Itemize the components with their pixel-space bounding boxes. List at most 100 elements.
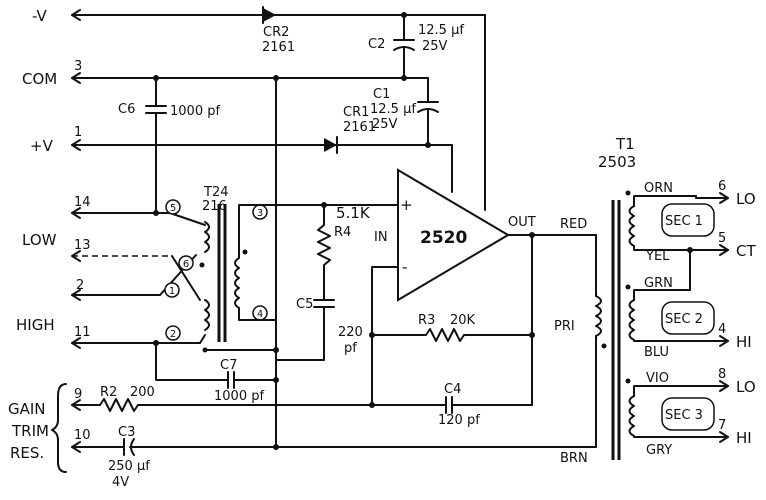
c2-voltage: 25V	[422, 39, 448, 54]
yel-label: YEL	[645, 249, 670, 264]
phase-dot	[199, 262, 205, 268]
phase-dot	[625, 284, 631, 290]
cr2-ref: CR2	[263, 25, 289, 40]
c6-ref: C6	[118, 102, 135, 117]
sec3-bottom-wire	[633, 435, 729, 438]
svg-text:6: 6	[183, 259, 189, 270]
cr1-ref: CR1	[343, 105, 369, 120]
svg-text:2: 2	[170, 329, 176, 340]
svg-text:4: 4	[257, 309, 263, 320]
t24-sec-top-wire	[238, 204, 325, 259]
gain-trim-line1: GAIN	[8, 400, 46, 418]
out-pin-7: 7	[718, 418, 726, 433]
sec1-bottom-wire	[633, 245, 691, 251]
gry-label: GRY	[646, 443, 672, 458]
c7-ref: C7	[220, 358, 237, 373]
amp-part: 2520	[420, 228, 467, 248]
c1-value: 12.5 µf	[370, 102, 416, 117]
neg-v-label: -V	[32, 7, 48, 25]
brn-wire-label: BRN	[560, 451, 588, 466]
out-pin-4: 4	[718, 322, 726, 337]
c1-voltage: 25V	[372, 117, 398, 132]
c5-unit: pf	[344, 341, 357, 356]
junction-dot	[529, 332, 535, 338]
junction-dot	[273, 444, 279, 450]
c2-ref: C2	[368, 37, 385, 52]
pin2-arrow	[71, 289, 81, 301]
output-arrows	[719, 192, 729, 443]
r4-value: 5.1K	[336, 204, 371, 222]
c3-voltage: 4V	[112, 475, 129, 490]
junction-dot	[273, 377, 279, 383]
gain-trim-line3: RES.	[10, 444, 44, 462]
sec3-box	[661, 397, 715, 431]
r2-value: 200	[130, 385, 155, 400]
red-wire-label: RED	[560, 217, 587, 232]
r3-value: 20K	[450, 313, 476, 328]
c5-value: 220	[338, 325, 363, 340]
lo-out-wire	[689, 195, 729, 199]
sec2-box	[661, 301, 715, 335]
out-pin-8: 8	[718, 367, 726, 382]
t24-lead	[199, 334, 206, 344]
c7-wire-left	[155, 342, 229, 381]
phase-dot	[625, 378, 631, 384]
junction-dot	[401, 75, 407, 81]
r3-resistor	[425, 328, 465, 342]
pin10-label: 10	[74, 428, 91, 443]
sec3-top-wire	[633, 385, 729, 397]
svg-text:1: 1	[169, 286, 175, 297]
t1-ref: T1	[615, 135, 635, 153]
com-label: COM	[22, 70, 57, 88]
sec2-bottom-wire	[633, 339, 729, 342]
high-label: HIGH	[16, 316, 55, 334]
phase-dot	[625, 190, 631, 196]
grn-label: GRN	[644, 276, 673, 291]
t24-primary-coil-upper	[204, 221, 210, 253]
r2-ref: R2	[100, 385, 117, 400]
out-pin-6: 6	[718, 179, 726, 194]
t24-secondary-coil	[234, 257, 240, 309]
pos-v-pin: 1	[74, 125, 82, 140]
amp-plus: +	[400, 196, 413, 214]
junction-dot	[273, 347, 279, 353]
pin11-label: 11	[74, 325, 91, 340]
c1-ref: C1	[373, 87, 390, 102]
sec2-top-wire	[633, 289, 691, 301]
c3-ref: C3	[118, 425, 135, 440]
junction-dot	[153, 340, 159, 346]
com-arrow	[71, 72, 81, 84]
c5-wire-bottom	[275, 306, 325, 361]
junction-dot	[153, 210, 159, 216]
out-label-lo2: LO	[736, 378, 756, 396]
amplifier-2520	[397, 168, 510, 302]
pin9-label: 9	[74, 387, 82, 402]
t24-sec-bottom-wire	[238, 307, 277, 321]
amp-out-label: OUT	[508, 215, 536, 230]
sec2-coil	[628, 299, 635, 341]
low-label: LOW	[22, 231, 57, 249]
t24-ref: T24	[203, 185, 228, 200]
sec1-coil	[628, 205, 635, 247]
svg-text:5: 5	[170, 203, 176, 214]
pin10-arrow	[71, 441, 81, 453]
junction-dot	[425, 142, 431, 148]
c4-ref: C4	[444, 382, 461, 397]
sec1-box	[661, 203, 715, 237]
pin14-arrow	[71, 207, 81, 219]
out-pin-5: 5	[718, 231, 726, 246]
t24-lead-cross	[171, 255, 201, 301]
t24-lead	[169, 212, 206, 226]
out-label-hi: HI	[736, 333, 752, 351]
pin2-label: 2	[76, 278, 84, 293]
pin11-arrow	[71, 337, 81, 349]
neg-v-arrow	[71, 9, 81, 21]
sec1-top-wire	[633, 195, 691, 207]
pos-v-arrow	[71, 139, 81, 151]
gain-trim-brace	[51, 383, 67, 473]
out-label-hi2: HI	[736, 429, 752, 447]
out-label-lo: LO	[736, 190, 756, 208]
sec2-label: SEC 2	[665, 312, 703, 327]
